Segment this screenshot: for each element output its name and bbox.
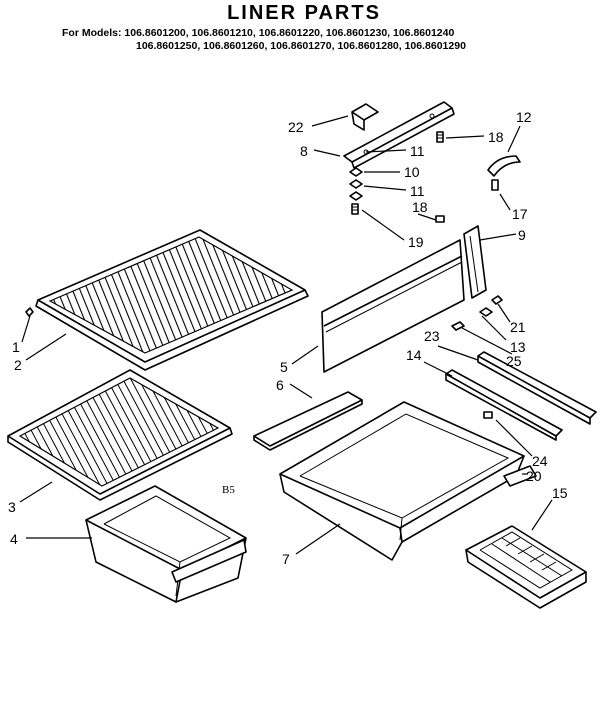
upper-shelf xyxy=(35,229,309,371)
callout-21: 21 xyxy=(510,319,526,335)
callout-25: 25 xyxy=(506,353,522,369)
callout-24: 24 xyxy=(532,453,548,469)
callout-14: 14 xyxy=(406,347,422,363)
callout-11-upper: 11 xyxy=(410,143,425,159)
drawing-code: B5 xyxy=(222,484,235,496)
fittings xyxy=(451,295,503,331)
callout-10: 10 xyxy=(404,164,420,180)
callout-9: 9 xyxy=(518,227,526,243)
callout-11-lower: 11 xyxy=(410,183,425,199)
callout-19: 19 xyxy=(408,234,424,250)
callout-12: 12 xyxy=(516,109,532,125)
callout-18-lower: 18 xyxy=(412,199,428,215)
callout-15: 15 xyxy=(552,485,568,501)
bracket xyxy=(487,155,521,191)
callout-6: 6 xyxy=(276,377,284,393)
callout-18-upper: 18 xyxy=(488,129,504,145)
callout-7: 7 xyxy=(282,551,290,567)
callout-2: 2 xyxy=(14,357,22,373)
page-title: LINER PARTS xyxy=(227,2,381,24)
callout-3: 3 xyxy=(8,499,16,515)
divider xyxy=(253,391,363,451)
callout-8: 8 xyxy=(300,143,308,159)
crisper-pan xyxy=(85,485,247,603)
callout-numbers: 1 2 3 4 5 6 7 8 9 10 11 11 12 13 14 15 1… xyxy=(8,109,568,567)
lower-shelf xyxy=(7,369,233,501)
top-rail xyxy=(343,101,455,169)
callout-17: 17 xyxy=(512,206,528,222)
meat-drawer xyxy=(279,401,537,561)
callout-22: 22 xyxy=(288,119,304,135)
model-list-line-1: For Models: 106.8601200, 106.8601210, 10… xyxy=(62,27,455,39)
slide-rails xyxy=(445,351,597,441)
callout-20: 20 xyxy=(526,468,542,484)
side-rail xyxy=(463,225,487,299)
model-list-line-2: 106.8601250, 106.8601260, 106.8601270, 1… xyxy=(136,40,466,52)
rail-clip xyxy=(351,103,379,131)
ice-tray xyxy=(465,525,587,609)
callout-4: 4 xyxy=(10,531,18,547)
callout-13: 13 xyxy=(510,339,526,355)
washers-and-screws xyxy=(349,131,445,223)
pan-cover-front xyxy=(321,239,465,373)
leader-lines xyxy=(19,115,553,555)
callout-5: 5 xyxy=(280,359,288,375)
callout-1: 1 xyxy=(12,339,20,355)
shelf-clip xyxy=(25,307,34,317)
callout-23: 23 xyxy=(424,328,440,344)
